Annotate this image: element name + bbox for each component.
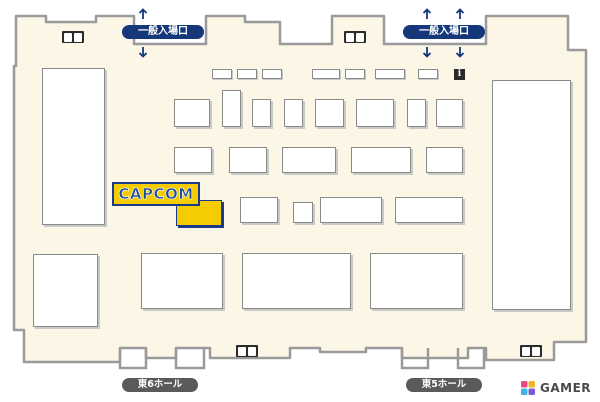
booth: [282, 147, 336, 173]
hall-label-east-6: 東6ホール: [122, 378, 198, 392]
booth: [174, 99, 210, 127]
hall-label-east-5: 東5ホール: [406, 378, 482, 392]
booth: [242, 253, 351, 309]
up-arrow-icon: [138, 8, 148, 19]
small-booth: [345, 69, 365, 79]
restroom-icon: [520, 345, 542, 357]
booth: [407, 99, 426, 127]
booth: [436, 99, 463, 127]
entrance-badge-right: 一般入場口: [403, 25, 485, 39]
restroom-icon: [344, 31, 366, 43]
booth: [320, 197, 382, 223]
left-large-booth: [42, 68, 105, 225]
down-arrow-icon: [455, 47, 465, 58]
capcom-logo[interactable]: CAPCOM: [112, 182, 200, 206]
booth: [426, 147, 463, 173]
gamer-watermark: GAMER: [520, 380, 591, 396]
capcom-label: CAPCOM: [118, 185, 194, 204]
left-lower-booth: [33, 254, 98, 327]
gamer-logo-icon: [521, 381, 535, 395]
information-icon: i: [454, 69, 465, 80]
small-booth: [237, 69, 257, 79]
booth: [356, 99, 394, 127]
up-arrow-icon: [455, 8, 465, 19]
booth: [141, 253, 223, 309]
down-arrow-icon: [138, 47, 148, 58]
down-arrow-icon: [422, 47, 432, 58]
booth: [229, 147, 267, 173]
booth: [315, 99, 344, 127]
right-large-booth: [492, 80, 571, 310]
booth: [252, 99, 271, 127]
gamer-wordmark: GAMER: [540, 381, 592, 395]
booth: [240, 197, 278, 223]
up-arrow-icon: [422, 8, 432, 19]
small-booth: [312, 69, 340, 79]
booth: [293, 202, 313, 223]
booth: [395, 197, 463, 223]
booth: [284, 99, 303, 127]
small-booth: [375, 69, 405, 79]
booth: [351, 147, 411, 173]
booth: [174, 147, 212, 173]
entrance-badge-left: 一般入場口: [122, 25, 204, 39]
small-booth: [262, 69, 282, 79]
restroom-icon: [236, 345, 258, 357]
small-booth: [418, 69, 438, 79]
restroom-icon: [62, 31, 84, 43]
small-booth: [212, 69, 232, 79]
booth: [370, 253, 463, 309]
booth: [222, 90, 241, 127]
